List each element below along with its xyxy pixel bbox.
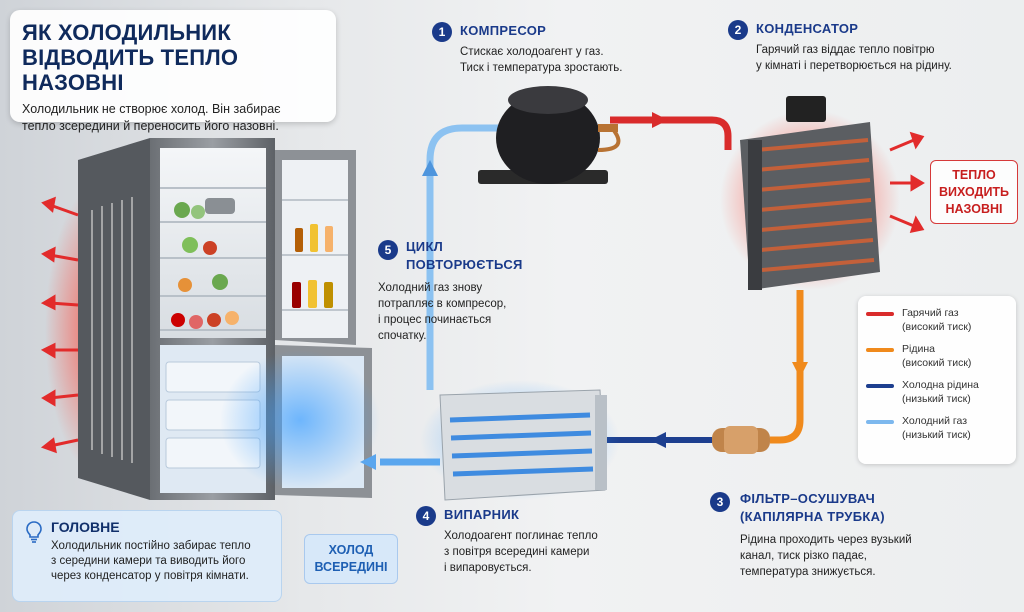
step-3-desc: Рідина проходить через вузький канал, ти… [740, 534, 912, 578]
filter-drier [712, 426, 770, 454]
arrow-liquid-down [792, 362, 808, 378]
step-4-number: 4 [416, 506, 436, 526]
step-2-number: 2 [728, 20, 748, 40]
legend-item-liquid: Рідина (високий тиск) [866, 342, 1008, 370]
arrow-hot-gas [652, 112, 668, 128]
legend-swatch-cold-gas [866, 420, 894, 424]
arrow-cold-liquid [650, 432, 666, 448]
step-1-title: КОМПРЕСОР [460, 23, 547, 38]
title-card: ЯК ХОЛОДИЛЬНИК ВІДВОДИТЬ ТЕПЛО НАЗОВНІ Х… [10, 10, 336, 133]
step-1-desc: Стискає холодоагент у газ. Тиск і темпер… [460, 46, 623, 74]
key-takeaway-title: ГОЛОВНЕ [51, 519, 120, 535]
step-4-desc: Холодоагент поглинає тепло з повітря все… [444, 530, 598, 574]
step-5-number: 5 [378, 240, 398, 260]
legend-label: Рідина (високий тиск) [902, 343, 972, 369]
legend-swatch-hot-gas [866, 312, 894, 316]
condenser [720, 96, 900, 290]
step-4-title: ВИПАРНИК [444, 507, 520, 522]
lightbulb-icon [26, 521, 42, 543]
legend-swatch-cold-liquid [866, 384, 894, 388]
arrow-cold-gas-up [422, 160, 438, 176]
step-3-number: 3 [710, 492, 730, 512]
pipe-hot-gas [610, 116, 732, 150]
key-takeaway-text: Холодильник постійно забирає тепло з сер… [51, 540, 251, 582]
step-3-title: ФІЛЬТР–ОСУШУВАЧ (КАПІЛЯРНА ТРУБКА) [740, 491, 885, 524]
evaporator [420, 380, 620, 501]
fridge [78, 138, 372, 500]
key-takeaway-card: ГОЛОВНЕ Холодильник постійно забирає теп… [12, 510, 282, 602]
heat-out-label: ТЕПЛО ВИХОДИТЬ НАЗОВНІ [930, 160, 1018, 224]
step-5-title: ЦИКЛ ПОВТОРЮЄТЬСЯ [406, 239, 523, 272]
legend-swatch-liquid [866, 348, 894, 352]
fridge-heat-arrows [40, 196, 79, 454]
legend-item-hot-gas: Гарячий газ (високий тиск) [866, 306, 1008, 334]
condenser-heat-arrows [889, 131, 925, 233]
page-subtitle: Холодильник не створює холод. Він забира… [22, 102, 281, 133]
legend-item-cold-liquid: Холодна рідина (низький тиск) [866, 378, 1008, 406]
page-title: ЯК ХОЛОДИЛЬНИК ВІДВОДИТЬ ТЕПЛО НАЗОВНІ [22, 20, 239, 95]
pipe-cold-gas [426, 124, 500, 390]
legend-label: Гарячий газ (високий тиск) [902, 307, 972, 333]
legend-label: Холодна рідина (низький тиск) [902, 379, 979, 405]
legend: Гарячий газ (високий тиск) Рідина (висок… [858, 296, 1016, 464]
arrow-into-freezer [360, 454, 376, 470]
step-2-title: КОНДЕНСАТОР [756, 21, 859, 36]
cold-inside-label: ХОЛОД ВСЕРЕДИНІ [304, 534, 398, 584]
compressor [478, 86, 621, 184]
legend-item-cold-gas: Холодний газ (низький тиск) [866, 414, 1008, 442]
step-1-number: 1 [432, 22, 452, 42]
legend-label: Холодний газ (низький тиск) [902, 415, 971, 441]
freezer-cold-glow [220, 350, 380, 490]
pipe-liquid [770, 290, 804, 444]
step-5-desc: Холодний газ знову потрапляє в компресор… [378, 282, 507, 342]
step-2-desc: Гарячий газ віддає тепло повітрю у кімна… [756, 44, 952, 72]
